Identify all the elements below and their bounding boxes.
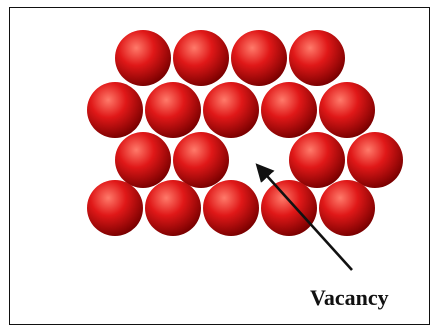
atom <box>145 180 201 236</box>
atom <box>261 82 317 138</box>
atom <box>231 30 287 86</box>
atom <box>203 82 259 138</box>
atom <box>145 82 201 138</box>
atom <box>289 132 345 188</box>
atom <box>115 30 171 86</box>
atom <box>115 132 171 188</box>
atom <box>289 30 345 86</box>
atom <box>347 132 403 188</box>
atom <box>173 132 229 188</box>
atom <box>173 30 229 86</box>
atom <box>319 82 375 138</box>
atom <box>87 180 143 236</box>
atom <box>203 180 259 236</box>
vacancy-label: Vacancy <box>310 285 389 310</box>
atom <box>261 180 317 236</box>
atom <box>87 82 143 138</box>
atom-lattice <box>87 30 403 236</box>
atom <box>319 180 375 236</box>
